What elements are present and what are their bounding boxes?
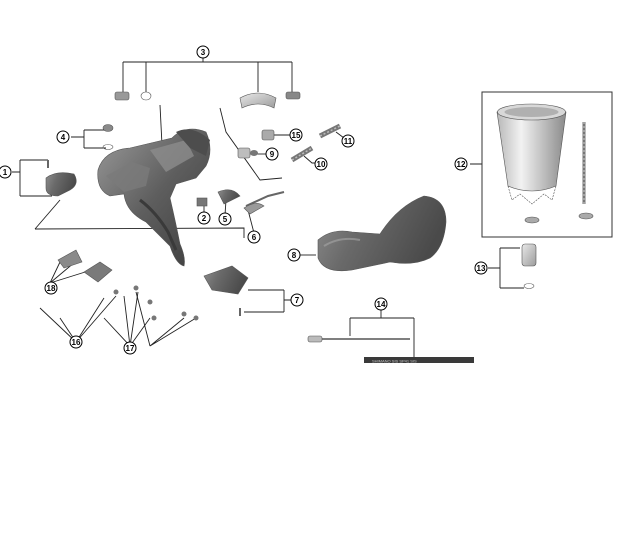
callout-9: 9	[265, 147, 279, 161]
small-parts-2-5-6	[196, 189, 285, 215]
callout-7: 7	[290, 293, 304, 307]
callout-label: 17	[126, 344, 135, 353]
callout-label: 10	[317, 160, 326, 169]
callout-15: 15	[289, 128, 303, 142]
callout-10: 10	[314, 157, 328, 171]
callout-16: 16	[69, 335, 83, 349]
callout-label: 12	[457, 160, 466, 169]
callout-label: 1	[3, 168, 8, 177]
callout-5: 5	[218, 212, 232, 226]
callout-14: 14	[374, 297, 388, 311]
callout-13: 13	[474, 261, 488, 275]
callout-17: 17	[123, 341, 137, 355]
hood-cover-part-8	[317, 195, 447, 272]
barrel-part-13	[521, 243, 537, 289]
callout-label: 5	[223, 215, 228, 224]
cup-tool-box	[481, 91, 613, 238]
fittings-15-9	[237, 129, 275, 159]
callout-label: 3	[201, 48, 206, 57]
callout-11: 11	[341, 134, 355, 148]
small-lever-part	[45, 160, 77, 197]
callout-1: 1	[0, 165, 12, 179]
callout-label: 8	[292, 251, 297, 260]
callout-label: 14	[377, 300, 386, 309]
callout-4: 4	[56, 130, 70, 144]
callout-label: 4	[61, 133, 66, 142]
callout-8: 8	[287, 248, 301, 262]
callout-3: 3	[196, 45, 210, 59]
lever-body	[97, 128, 211, 267]
callout-18: 18	[44, 281, 58, 295]
callout-label: 7	[295, 296, 300, 305]
callout-2: 2	[197, 211, 211, 225]
callout-label: 11	[344, 137, 353, 146]
callout-label: 13	[477, 264, 486, 273]
clamp-parts-3	[114, 91, 301, 109]
callout-label: 15	[292, 131, 301, 140]
plate-part-7	[203, 265, 249, 316]
callout-6: 6	[247, 230, 261, 244]
callout-12: 12	[454, 157, 468, 171]
callout-label: 2	[202, 214, 207, 223]
bolt-part-4	[102, 124, 114, 150]
cable-part-14: SHIMANO SIS SP41 SIS	[307, 335, 474, 364]
callout-label: 16	[72, 338, 81, 347]
cable-housing-print: SHIMANO SIS SP41 SIS	[372, 359, 417, 364]
callout-label: 9	[270, 150, 275, 159]
springs-10-11	[290, 123, 342, 163]
callout-label: 6	[252, 233, 257, 242]
callout-label: 18	[47, 284, 56, 293]
inner-parts-16-17-18	[57, 249, 199, 321]
